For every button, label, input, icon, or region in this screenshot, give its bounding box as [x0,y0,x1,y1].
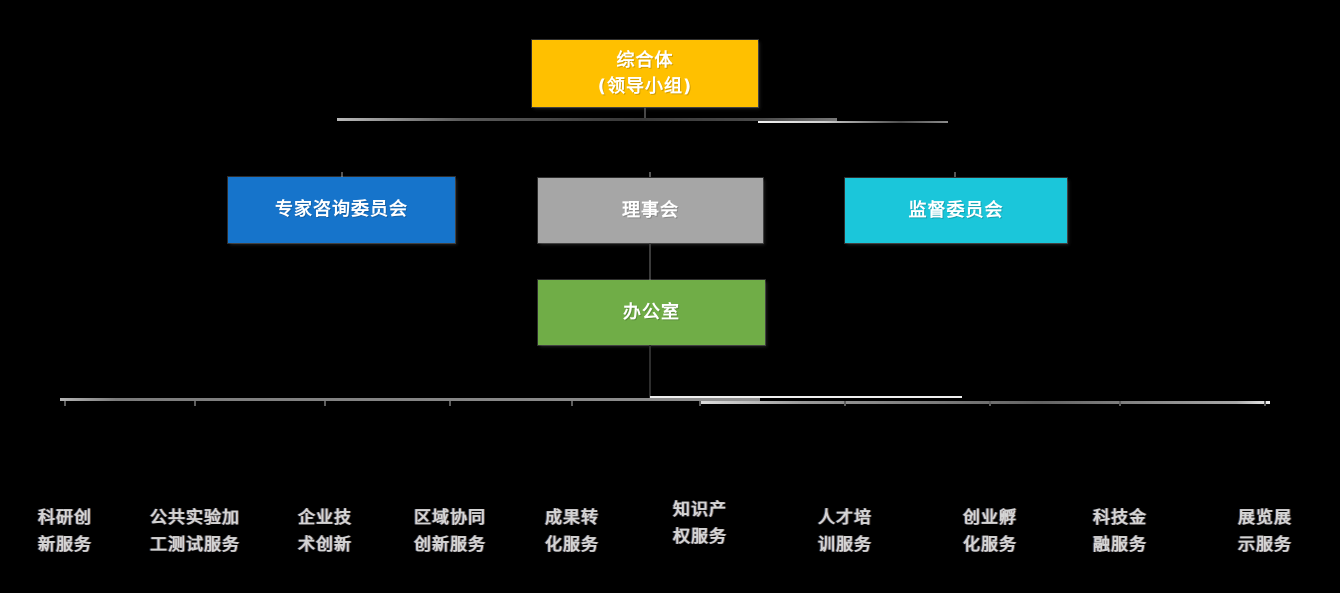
node-council: 理事会 [538,178,763,243]
connector-council-office [649,243,651,280]
connector-rail-level2 [337,118,837,121]
connector-tick-service-7 [844,401,846,406]
service-achievement-transformation: 成果转 化服务 [497,505,647,559]
node-complex-label-line1: 综合体 [616,49,674,71]
connector-tick-service-4 [449,401,451,406]
service-label-line1: 企业技 [298,508,352,528]
service-label-line1: 展览展 [1238,508,1292,528]
service-label-line2: 化服务 [963,535,1017,555]
service-research-innovation: 科研创 新服务 [0,505,140,559]
service-label-line2: 创新服务 [414,535,486,555]
service-label-line1: 科研创 [38,508,92,528]
service-label-line1: 成果转 [545,508,599,528]
connector-rail-services-right [700,401,1270,404]
service-label-line1: 科技金 [1093,508,1147,528]
service-regional-collaborative-innovation: 区域协同 创新服务 [375,505,525,559]
service-label-line2: 示服务 [1238,535,1292,555]
node-expert-advisory-label: 专家咨询委员会 [275,199,408,220]
node-supervisory-label: 监督委员会 [908,199,1004,221]
connector-tick-service-5 [571,401,573,406]
connector-tick-service-10 [1264,401,1266,406]
connector-nub-expert [341,172,343,177]
node-complex-leading-group: 综合体 (领导小组) [532,40,758,107]
connector-tick-service-8 [989,401,991,406]
service-label-line2: 工测试服务 [150,535,240,555]
connector-rail-level2-right [758,121,948,123]
service-startup-incubation: 创业孵 化服务 [915,505,1065,559]
service-label-line1: 公共实验加 [150,508,240,528]
service-label-line2: 融服务 [1093,535,1147,555]
service-enterprise-tech-innovation: 企业技 术创新 [250,505,400,559]
service-label-line1: 创业孵 [963,508,1017,528]
connector-office-drop [649,345,651,398]
service-exhibition-display: 展览展 示服务 [1190,505,1340,559]
service-talent-training: 人才培 训服务 [770,505,920,559]
node-expert-advisory-committee: 专家咨询委员会 [228,177,455,243]
service-label-line2: 权服务 [673,527,727,547]
service-label-line2: 新服务 [38,535,92,555]
connector-tick-service-6 [699,401,701,406]
service-label-line1: 知识产 [673,500,727,520]
node-supervisory-committee: 监督委员会 [845,178,1067,243]
node-office-label: 办公室 [623,301,680,323]
service-tech-finance: 科技金 融服务 [1045,505,1195,559]
node-office: 办公室 [538,280,765,345]
service-label-line1: 人才培 [818,508,872,528]
service-public-lab-testing: 公共实验加 工测试服务 [120,505,270,559]
service-label-line2: 术创新 [298,535,352,555]
connector-tick-service-2 [194,401,196,406]
connector-tick-service-1 [64,401,66,406]
node-council-label: 理事会 [622,199,679,221]
connector-tick-service-9 [1119,401,1121,406]
connector-rail-services-highlight [650,396,962,398]
connector-tick-service-3 [324,401,326,406]
service-label-line1: 区域协同 [414,508,486,528]
service-label-line2: 化服务 [545,535,599,555]
connector-rail-services-left [60,398,760,401]
node-complex-label-line2: (领导小组) [597,75,693,97]
service-label-line2: 训服务 [818,535,872,555]
connector-nub-supervisory [954,172,956,177]
service-intellectual-property: 知识产 权服务 [625,497,775,551]
connector-nub-council [649,172,651,177]
connector-top-drop [644,107,646,120]
